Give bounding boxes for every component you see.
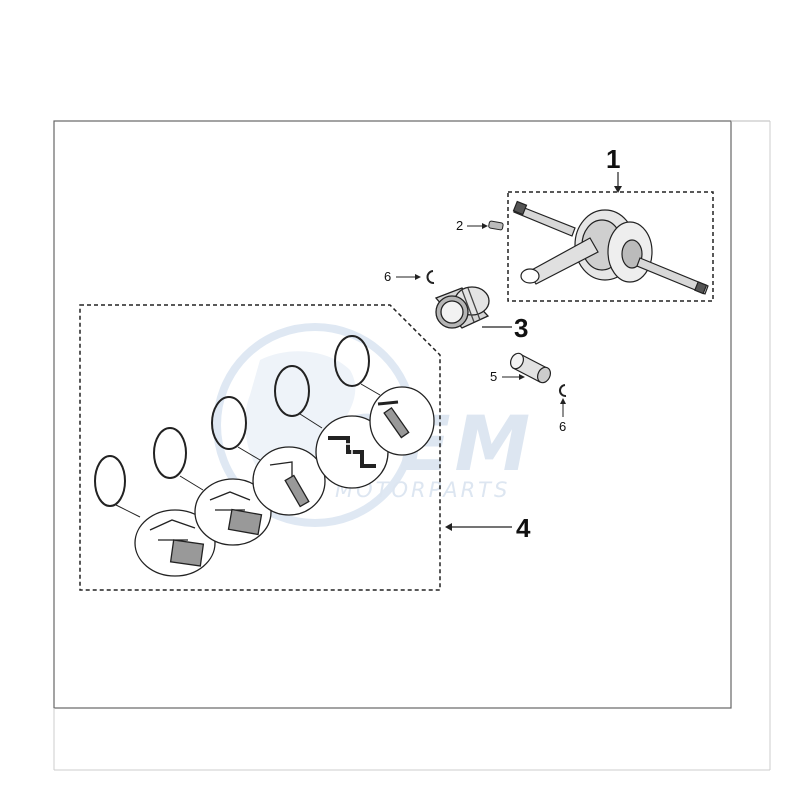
callout-arrowhead-piston-rings (445, 523, 452, 531)
callout-arrowhead-circlip-left (415, 274, 421, 280)
crankshaft-group: 1 (507, 144, 714, 302)
piston-group: 3 (434, 286, 528, 343)
piston-ring-5-icon (334, 335, 435, 456)
piston-pin-icon (509, 352, 552, 384)
callout-label-circlip-left: 6 (384, 269, 391, 284)
callout-label-piston-rings: 4 (516, 513, 531, 543)
circlip-right-group: 6 (559, 384, 567, 434)
callout-label-piston: 3 (514, 313, 528, 343)
callout-label-piston-pin: 5 (490, 369, 497, 384)
circlip-right-icon (559, 384, 567, 397)
spring-pin-icon (488, 220, 504, 231)
circlip-left-group: 6 (384, 269, 435, 284)
callout-arrowhead-piston-pin (519, 374, 525, 380)
piston-ring-set-dashed-box (79, 304, 441, 591)
callout-label-crankshaft: 1 (606, 144, 620, 174)
piston-ring-2-icon (153, 427, 272, 546)
callout-arrowhead-spring-pin (482, 223, 488, 229)
piston-icon (434, 286, 490, 329)
diagram-frame (53, 120, 732, 709)
callout-arrowhead-crankshaft (614, 186, 622, 193)
piston-ring-set-group: 4 (79, 304, 531, 591)
spring-pin-group: 2 (456, 218, 504, 233)
callout-label-spring-pin: 2 (456, 218, 463, 233)
crankshaft-icon (512, 200, 709, 295)
crankshaft-dashed-box (507, 191, 714, 302)
piston-ring-3-icon (211, 396, 326, 516)
circlip-left-icon (426, 270, 435, 284)
piston-ring-1-icon (94, 455, 216, 577)
watermark-continent-shape (245, 351, 356, 483)
piston-pin-group: 5 (490, 352, 552, 384)
callout-label-circlip-right: 6 (559, 419, 566, 434)
callout-arrowhead-circlip-right (560, 398, 566, 404)
